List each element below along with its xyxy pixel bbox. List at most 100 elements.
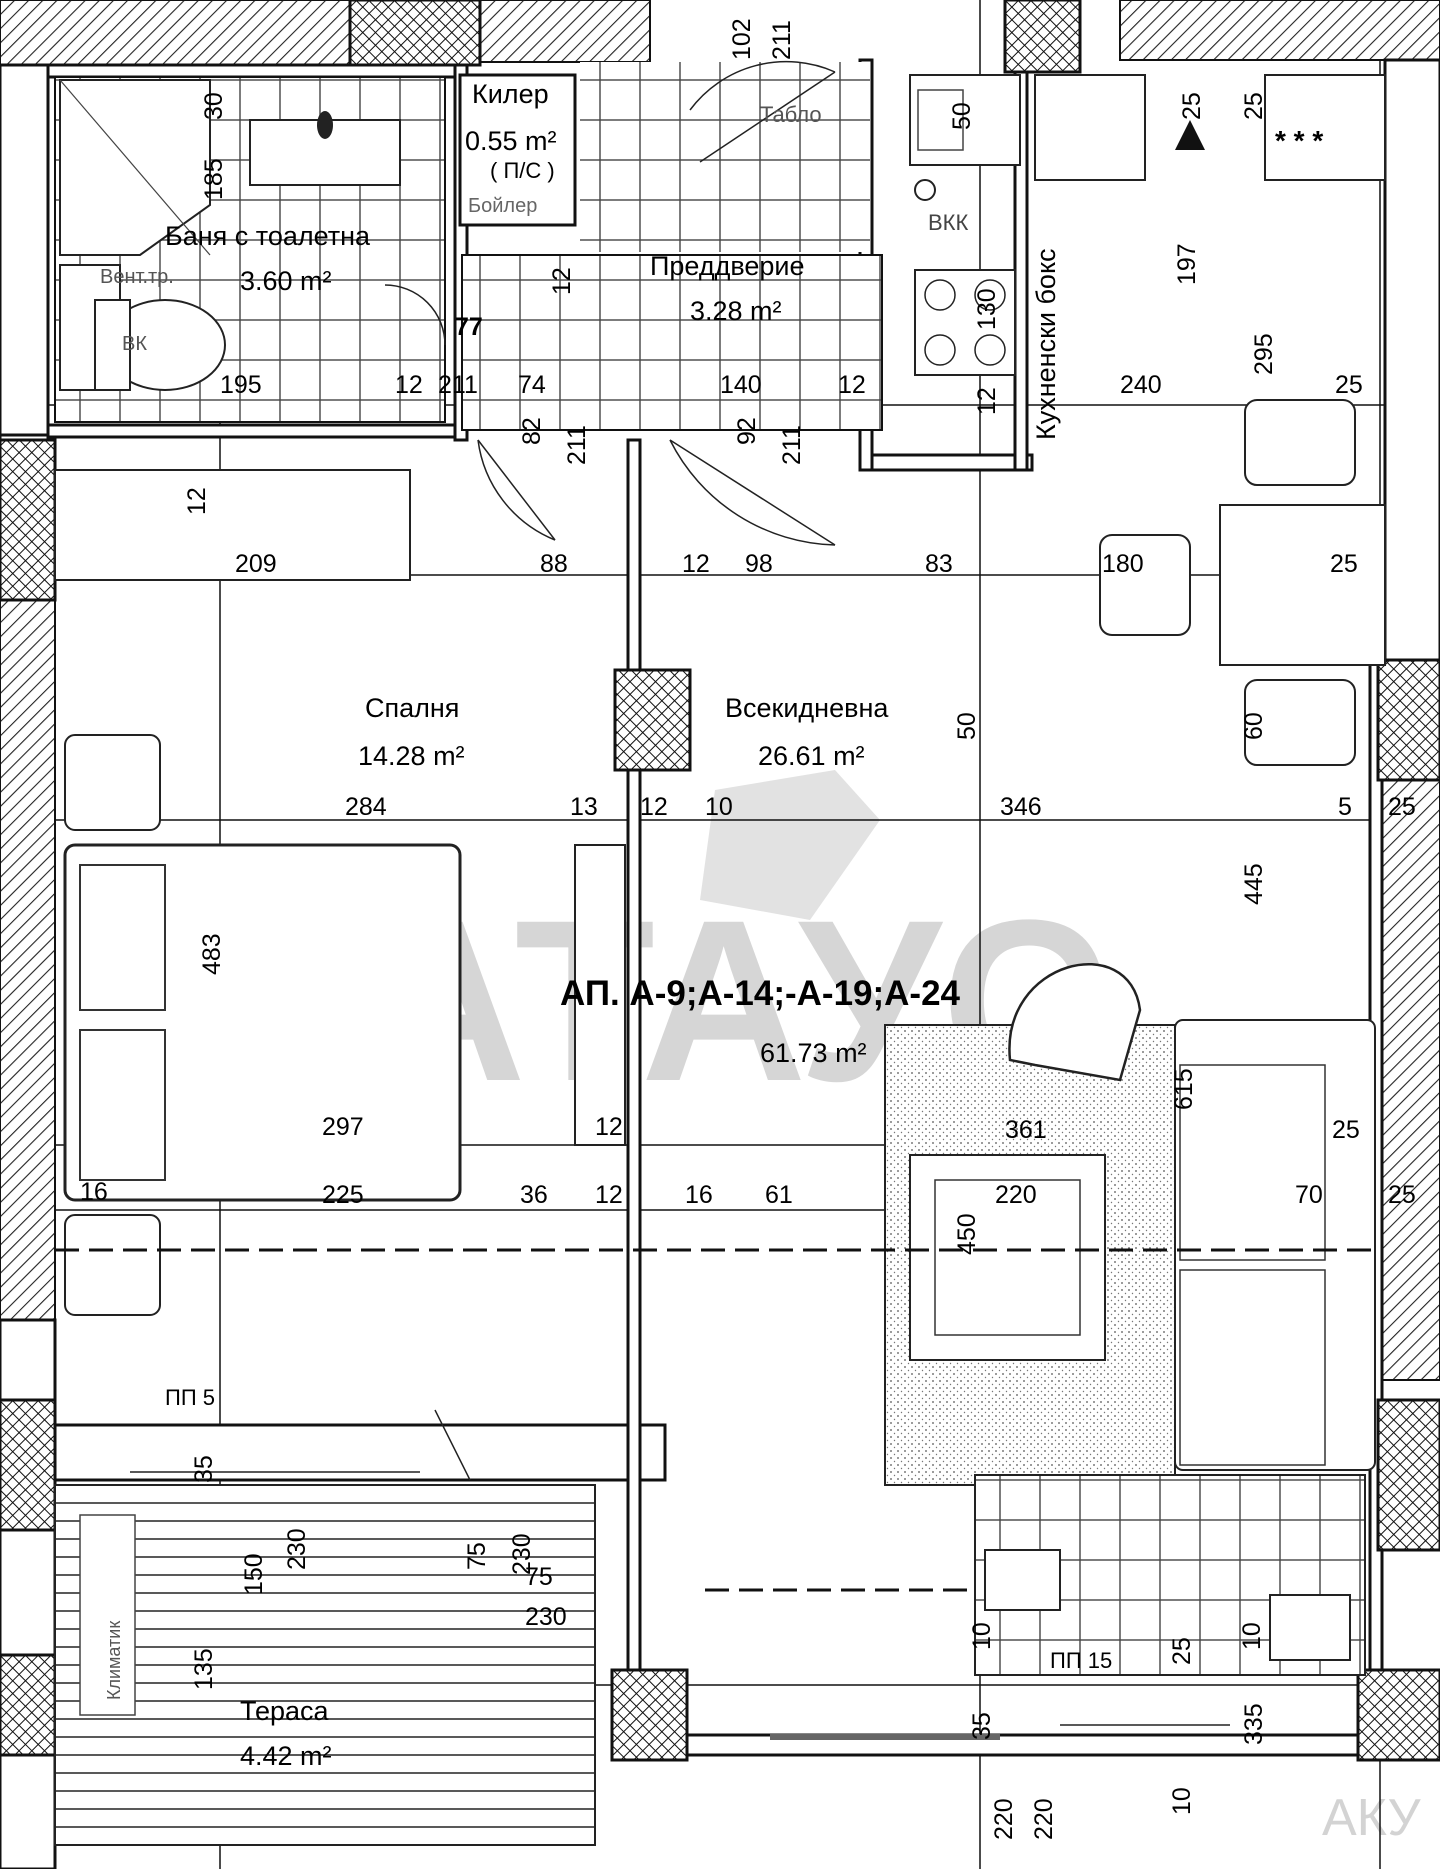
desk bbox=[574, 844, 626, 1146]
storage-room: Килер 0.55 m² ( П/С ) Бойлер bbox=[458, 73, 641, 227]
kitchen-cabinet bbox=[1034, 74, 1146, 181]
dim-211: 211 bbox=[438, 371, 478, 399]
dim-5: 5 bbox=[1338, 793, 1352, 821]
pillow bbox=[79, 1029, 166, 1181]
dim-450: 450 bbox=[953, 1213, 981, 1255]
dim-220: 220 bbox=[1030, 1798, 1058, 1840]
living-name: Всекидневна bbox=[725, 693, 889, 723]
dim-150: 150 bbox=[240, 1553, 268, 1595]
dim-284: 284 bbox=[345, 793, 387, 821]
aircon-label: Климатик bbox=[104, 1621, 124, 1700]
dim-35: 35 bbox=[190, 1455, 218, 1483]
dim-25: 25 bbox=[1388, 793, 1416, 821]
terrace-name: Тераса bbox=[240, 1696, 330, 1726]
dim-12: 12 bbox=[973, 387, 1001, 415]
stars-label: * * * bbox=[1275, 125, 1323, 156]
terrace-door bbox=[434, 1409, 471, 1481]
dim-30: 30 bbox=[200, 92, 228, 120]
dim-297: 297 bbox=[322, 1113, 364, 1141]
dim-60: 60 bbox=[1240, 712, 1268, 740]
dim-180: 180 bbox=[1102, 550, 1144, 578]
dim-361: 361 bbox=[1005, 1116, 1047, 1144]
dining-chair bbox=[1099, 534, 1191, 636]
hall-area: 3.28 m² bbox=[690, 296, 782, 326]
dim-82: 82 bbox=[518, 417, 546, 445]
dim-483: 483 bbox=[198, 933, 226, 975]
pp15-label: ПП 15 bbox=[1050, 1648, 1112, 1673]
wardrobe bbox=[54, 469, 411, 581]
vk-bath-label: ВК bbox=[122, 333, 147, 355]
bathroom: Баня с тоалетна 3.60 m² Вент.тр. ВК bbox=[54, 76, 446, 423]
dim-50: 50 bbox=[948, 102, 976, 130]
dim-185: 185 bbox=[200, 158, 228, 200]
dining-table bbox=[1219, 504, 1386, 666]
vkk-label: ВКК bbox=[928, 210, 968, 235]
dim-88: 88 bbox=[540, 550, 568, 578]
bathroom-name: Баня с тоалетна bbox=[165, 221, 371, 251]
dim-12: 12 bbox=[640, 793, 668, 821]
dim-220: 220 bbox=[990, 1798, 1018, 1840]
dim-75: 75 bbox=[525, 1563, 553, 1591]
bedroom-name: Спалня bbox=[365, 693, 459, 723]
stove-icon bbox=[914, 269, 1016, 376]
apartment-label: АП. А-9;А-14;-А-19;А-24 bbox=[560, 974, 961, 1013]
dim-230: 230 bbox=[283, 1528, 311, 1570]
dim-12: 12 bbox=[595, 1113, 623, 1141]
dim-16: 16 bbox=[80, 1178, 108, 1206]
dim-13: 13 bbox=[570, 793, 598, 821]
dim-220: 220 bbox=[995, 1181, 1037, 1209]
living-door-swing bbox=[669, 439, 836, 546]
dim-346: 346 bbox=[1000, 793, 1042, 821]
aircon-unit bbox=[79, 1514, 136, 1716]
dim-615: 615 bbox=[1170, 1068, 1198, 1110]
dim-12: 12 bbox=[682, 550, 710, 578]
dim-35: 35 bbox=[968, 1712, 996, 1740]
dim-75: 75 bbox=[463, 1542, 491, 1570]
apartment-area: 61.73 m² bbox=[760, 1038, 867, 1068]
storage-name: Килер bbox=[472, 79, 549, 109]
bedroom-area: 14.28 m² bbox=[358, 741, 465, 771]
dim-445: 445 bbox=[1240, 863, 1268, 905]
dim-50: 50 bbox=[953, 712, 981, 740]
nightstand bbox=[64, 1214, 161, 1316]
dim-10: 10 bbox=[1168, 1787, 1196, 1815]
kitchen: * * * ВКК Кухненски бокс bbox=[909, 74, 1386, 766]
terrace-area: 4.42 m² bbox=[240, 1741, 332, 1771]
hall-name: Преддверие bbox=[650, 251, 805, 281]
fridge bbox=[1264, 74, 1386, 181]
dim-195: 195 bbox=[220, 371, 262, 399]
dim-25: 25 bbox=[1168, 1637, 1196, 1665]
dim-197: 197 bbox=[1173, 243, 1201, 285]
dim-135: 135 bbox=[190, 1648, 218, 1690]
dim-12: 12 bbox=[395, 371, 423, 399]
living-area: 26.61 m² bbox=[758, 741, 865, 771]
bathroom-area: 3.60 m² bbox=[240, 266, 332, 296]
dim-10: 10 bbox=[968, 1622, 996, 1650]
dim-225: 225 bbox=[322, 1181, 364, 1209]
dim-25: 25 bbox=[1335, 371, 1363, 399]
dim-16: 16 bbox=[685, 1181, 713, 1209]
dim-25: 25 bbox=[1240, 92, 1268, 120]
entrance-door bbox=[699, 71, 836, 163]
dim-36: 36 bbox=[520, 1181, 548, 1209]
dim-98: 98 bbox=[745, 550, 773, 578]
apartment-label-group: АП. А-9;А-14;-А-19;А-24 61.73 m² bbox=[560, 974, 961, 1068]
storage-note: ( П/С ) bbox=[490, 158, 555, 183]
boiler-label: Бойлер bbox=[468, 195, 537, 217]
living-room: Всекидневна 26.61 m² ПП 15 bbox=[55, 693, 1380, 1740]
dim-102: 102 bbox=[728, 18, 756, 60]
dim-92: 92 bbox=[733, 417, 761, 445]
dim-83: 83 bbox=[925, 550, 953, 578]
terrace: Климатик Тераса 4.42 m² bbox=[54, 1484, 596, 1846]
hood-icon bbox=[1175, 120, 1205, 150]
dim-211: 211 bbox=[768, 20, 796, 60]
dim-335: 335 bbox=[1240, 1703, 1268, 1745]
dim-25: 25 bbox=[1178, 92, 1206, 120]
dim-130: 130 bbox=[973, 288, 1001, 330]
dim-209: 209 bbox=[235, 550, 277, 578]
dim-77: 77 bbox=[455, 313, 483, 341]
dim-25: 25 bbox=[1388, 1181, 1416, 1209]
hall: Преддверие 3.28 m² Табло bbox=[461, 60, 883, 546]
dim-12: 12 bbox=[838, 371, 866, 399]
dim-10: 10 bbox=[1238, 1622, 1266, 1650]
